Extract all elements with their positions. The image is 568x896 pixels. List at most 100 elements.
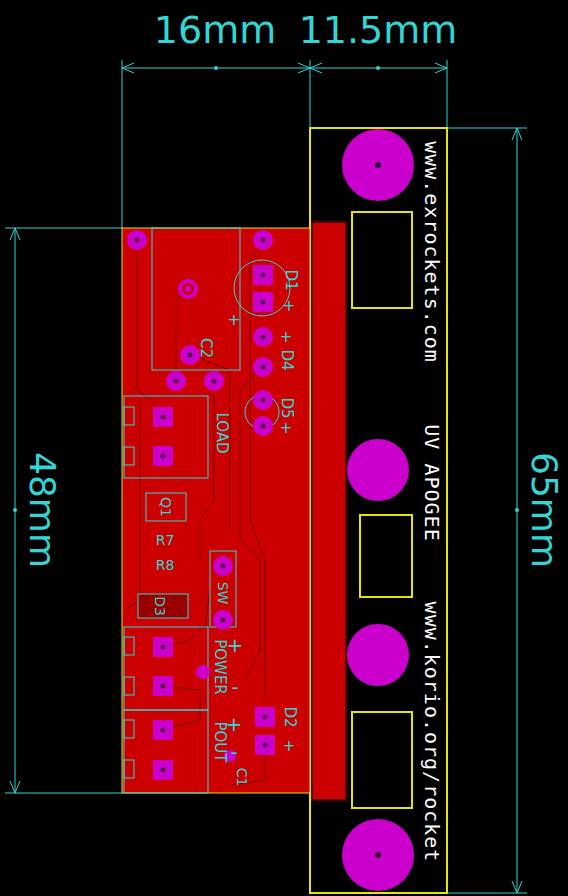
round-pad bbox=[253, 327, 273, 347]
cutout bbox=[352, 712, 412, 808]
silkscreen-url: www.korio.org/rocket bbox=[422, 602, 442, 863]
connector-latch bbox=[124, 407, 134, 425]
dimension-label: 65mm bbox=[526, 452, 562, 568]
via bbox=[196, 665, 210, 679]
polarity-mark: + bbox=[227, 312, 240, 328]
drill-hole bbox=[188, 353, 193, 358]
dimension-midpoint bbox=[214, 66, 218, 70]
drill-hole bbox=[161, 684, 166, 689]
via bbox=[182, 283, 194, 295]
dimension-arrow bbox=[310, 63, 322, 73]
part-name: Q1 bbox=[159, 497, 173, 517]
drill-hole bbox=[261, 365, 266, 370]
dimension-arrow bbox=[512, 128, 522, 140]
drill-hole bbox=[212, 379, 217, 384]
drill-hole bbox=[174, 379, 179, 384]
connector-latch bbox=[124, 720, 134, 738]
square-pad bbox=[153, 720, 173, 740]
drill-hole bbox=[261, 300, 266, 305]
silkscreen-url: www.exrockets.com bbox=[422, 141, 442, 363]
round-pad bbox=[204, 371, 224, 391]
drill-hole bbox=[221, 564, 226, 569]
round-pad bbox=[253, 230, 273, 250]
drill-hole bbox=[261, 335, 266, 340]
trace bbox=[240, 367, 263, 680]
trace bbox=[190, 355, 230, 530]
polarity-mark: - bbox=[231, 677, 238, 697]
drill-hole bbox=[261, 238, 266, 243]
square-pad bbox=[153, 637, 173, 657]
dimension-label: 11.5mm bbox=[299, 11, 458, 49]
polarity-mark: + bbox=[280, 421, 293, 436]
mount-hole bbox=[347, 439, 409, 501]
cutout bbox=[360, 515, 412, 597]
extension-line bbox=[310, 60, 311, 128]
round-pad bbox=[253, 390, 273, 410]
drill-hole bbox=[375, 852, 381, 858]
square-pad bbox=[153, 407, 173, 427]
polarity-mark: + bbox=[283, 739, 296, 754]
polarity-mark: + bbox=[227, 635, 244, 655]
dimension-arrow bbox=[10, 228, 20, 240]
extension-line bbox=[447, 128, 527, 129]
square-pad bbox=[153, 446, 173, 466]
drill-hole bbox=[135, 238, 140, 243]
extension-line bbox=[447, 60, 448, 128]
connector-name: POWER bbox=[212, 639, 227, 695]
dimension-midpoint bbox=[13, 508, 17, 512]
dimension-arrow bbox=[122, 63, 134, 73]
trace bbox=[125, 400, 140, 610]
part-name: R8 bbox=[156, 558, 175, 572]
drill-hole bbox=[161, 728, 166, 733]
mount-hole bbox=[342, 819, 414, 891]
polarity-mark: + bbox=[226, 714, 243, 734]
part-name: D5 bbox=[279, 397, 294, 418]
round-pad bbox=[213, 556, 233, 576]
connector-latch bbox=[124, 447, 134, 465]
part-name: C1 bbox=[235, 768, 249, 787]
square-pad bbox=[153, 676, 173, 696]
drill-hole bbox=[261, 273, 266, 278]
drill-hole bbox=[161, 454, 166, 459]
connector-latch bbox=[124, 760, 134, 778]
pcb-copper bbox=[122, 228, 310, 793]
dimension-midpoint bbox=[515, 508, 519, 512]
extension-line bbox=[5, 793, 122, 794]
trace bbox=[137, 240, 152, 400]
extension-line bbox=[122, 60, 123, 228]
round-pad bbox=[178, 279, 198, 299]
drill-hole bbox=[161, 645, 166, 650]
via-ring bbox=[185, 286, 191, 292]
drill-hole bbox=[261, 398, 266, 403]
capacitor-outline bbox=[152, 228, 240, 370]
square-pad bbox=[153, 760, 173, 780]
connector-outline bbox=[124, 396, 208, 478]
mount-hole bbox=[347, 624, 409, 686]
round-pad bbox=[253, 357, 273, 377]
polarity-mark: - bbox=[230, 742, 237, 762]
drill-hole bbox=[221, 618, 226, 623]
part-name: D2 bbox=[282, 706, 297, 727]
connector-latch bbox=[124, 637, 134, 655]
part-name: D3 bbox=[153, 596, 167, 616]
cutout bbox=[352, 212, 412, 308]
round-pad bbox=[166, 371, 186, 391]
polarity-mark: + bbox=[283, 299, 296, 314]
round-pad bbox=[213, 610, 233, 630]
round-pad bbox=[253, 416, 273, 436]
dimension-midpoint bbox=[376, 66, 380, 70]
extension-line bbox=[5, 228, 122, 229]
polarity-mark: + bbox=[280, 330, 293, 345]
board-outline bbox=[310, 128, 447, 893]
part-name: D1 bbox=[283, 269, 298, 290]
edge-strip bbox=[312, 222, 346, 800]
drill-hole bbox=[161, 768, 166, 773]
dimension-arrow bbox=[435, 63, 447, 73]
connector-name: LOAD bbox=[214, 412, 229, 453]
square-pad bbox=[253, 292, 273, 312]
dimension-label: 16mm bbox=[154, 11, 276, 49]
round-pad bbox=[127, 230, 147, 250]
part-name: C2 bbox=[198, 338, 213, 358]
